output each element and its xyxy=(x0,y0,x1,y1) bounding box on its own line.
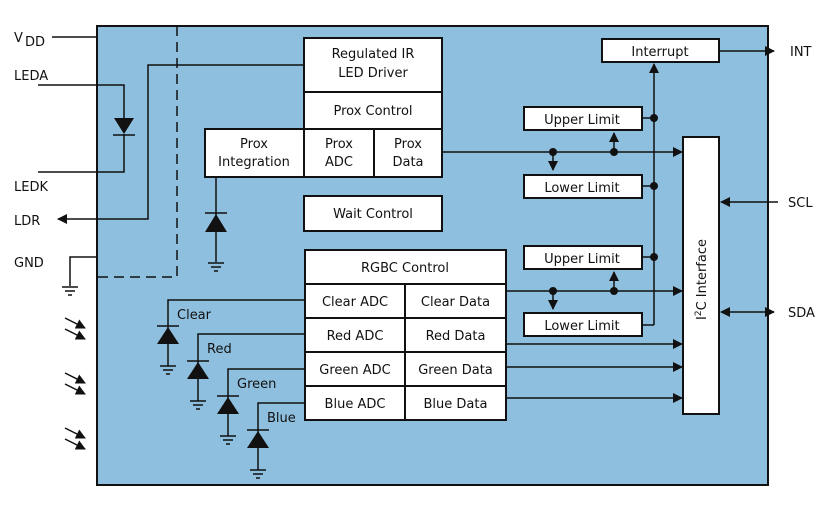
i2c-suffix: C Interface xyxy=(695,239,710,310)
photodiode-label: Blue xyxy=(267,411,296,426)
adc-label: Blue ADC xyxy=(325,397,386,412)
photodiode-label: Red xyxy=(207,342,232,357)
photodiode-label: Clear xyxy=(177,308,212,323)
adc-label: Green ADC xyxy=(319,363,390,378)
prox-data-block: Prox Data xyxy=(373,128,443,178)
svg-text:Prox Control: Prox Control xyxy=(333,104,412,119)
pin-gnd-label: GND xyxy=(14,256,44,271)
i2c-interface-block: I2C Interface xyxy=(682,136,720,415)
photodiode-icon: Green xyxy=(217,368,305,445)
pin-scl-label: SCL xyxy=(788,196,813,211)
pin-gnd: GND xyxy=(14,256,97,296)
pin-leda-label: LEDA xyxy=(14,69,48,84)
ground-icon xyxy=(62,286,78,296)
adc-label: Red ADC xyxy=(327,329,384,344)
pin-sda-label: SDA xyxy=(788,306,815,321)
incident-light-arrows-icon xyxy=(64,317,86,450)
data-cell xyxy=(404,385,507,421)
pin-vdd-subscript: DD xyxy=(25,35,45,50)
photodiode-label: Green xyxy=(237,377,276,392)
adc-label: Clear ADC xyxy=(322,295,388,310)
photodiode-icon: Clear xyxy=(157,299,305,375)
svg-text:Lower Limit: Lower Limit xyxy=(544,319,619,334)
data-cell xyxy=(404,283,507,319)
rgbc-control-block: RGBC Control xyxy=(304,249,507,285)
i2c-superscript: 2 xyxy=(694,310,704,316)
pin-vdd-label: V xyxy=(14,31,23,46)
ir-led-diode-icon xyxy=(38,118,135,173)
pin-ldr: LDR xyxy=(14,64,304,229)
interrupt-block: Interrupt xyxy=(601,38,720,63)
svg-text:LED Driver: LED Driver xyxy=(338,66,408,81)
data-cell xyxy=(404,351,507,387)
svg-text:Lower Limit: Lower Limit xyxy=(544,181,619,196)
data-label: Green Data xyxy=(418,363,493,378)
svg-text:I2C Interface: I2C Interface xyxy=(694,239,710,320)
svg-text:Upper Limit: Upper Limit xyxy=(544,113,620,128)
wait-control-block: Wait Control xyxy=(303,195,443,232)
svg-text:Regulated IR: Regulated IR xyxy=(332,47,415,62)
ir-led-driver-block: Regulated IR LED Driver xyxy=(303,37,443,93)
adc-cell xyxy=(304,385,406,421)
data-label: Blue Data xyxy=(424,397,488,412)
dashed-boundary xyxy=(97,26,178,278)
data-cell xyxy=(404,317,507,353)
prox-photodiode-icon xyxy=(205,177,227,272)
pin-ldr-label: LDR xyxy=(14,214,40,229)
prox-integration-block: Prox Integration xyxy=(204,128,305,178)
prox-lower-limit-block: Lower Limit xyxy=(523,174,643,199)
data-label: Red Data xyxy=(426,329,486,344)
prox-adc-block: Prox ADC xyxy=(303,128,375,178)
pin-leda: LEDA xyxy=(14,69,125,118)
svg-text:Data: Data xyxy=(392,155,423,170)
prox-upper-limit-block: Upper Limit xyxy=(523,106,643,131)
svg-text:Upper Limit: Upper Limit xyxy=(544,252,620,267)
svg-text:RGBC Control: RGBC Control xyxy=(361,261,449,276)
pin-ledk: LEDK xyxy=(14,180,48,195)
i2c-prefix: I xyxy=(695,316,710,320)
photodiode-icon: Red xyxy=(187,333,305,410)
rgbc-lower-limit-block: Lower Limit xyxy=(523,312,643,337)
svg-text:Prox: Prox xyxy=(394,137,422,152)
svg-text:Prox: Prox xyxy=(240,137,268,152)
svg-text:Prox: Prox xyxy=(325,137,353,152)
pin-ledk-label: LEDK xyxy=(14,180,48,195)
svg-text:Wait Control: Wait Control xyxy=(333,207,413,222)
photodiode-icon: Blue xyxy=(247,402,305,479)
rgbc-upper-limit-block: Upper Limit xyxy=(523,245,643,270)
pin-int-label: INT xyxy=(790,45,812,60)
svg-text:Integration: Integration xyxy=(218,155,290,170)
data-label: Clear Data xyxy=(421,295,490,310)
pin-vdd: V DD xyxy=(14,31,97,50)
svg-text:ADC: ADC xyxy=(325,155,353,170)
svg-text:Interrupt: Interrupt xyxy=(631,45,688,60)
prox-control-block: Prox Control xyxy=(303,91,443,130)
